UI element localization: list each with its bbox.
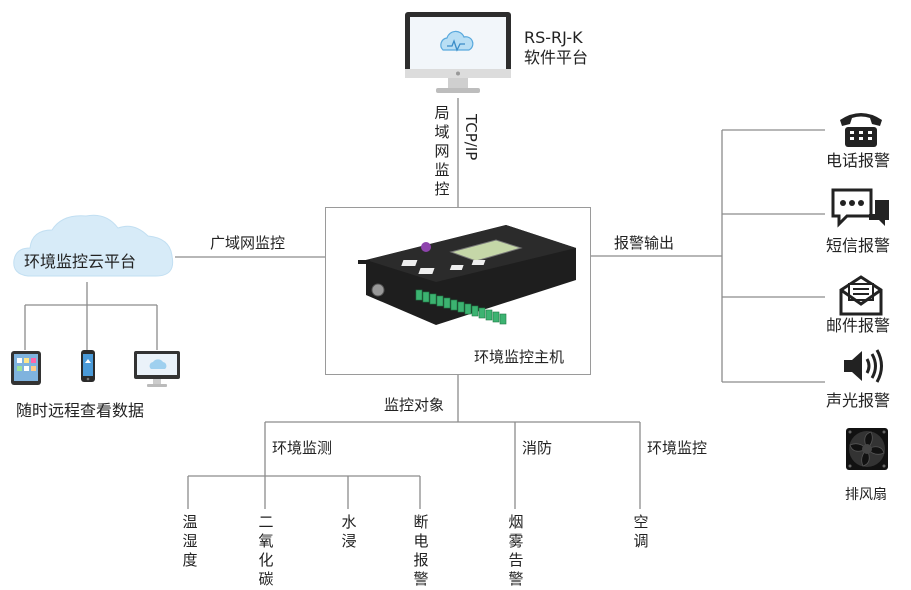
cloud-platform: 环境监控云平台	[10, 208, 180, 286]
phone-alarm	[836, 108, 886, 152]
mail-icon	[839, 275, 883, 316]
leaf-smoke-alarm: 烟雾告警	[508, 513, 524, 588]
leaf-temp-humidity: 温湿度	[182, 513, 198, 569]
sms-alarm	[831, 186, 891, 236]
wan-label: 广域网监控	[210, 234, 286, 252]
cloud-label: 环境监控云平台	[24, 252, 137, 271]
leaf-power-failure: 断电报警	[413, 513, 429, 588]
desktop-monitor-icon	[134, 351, 180, 387]
phone-icon	[840, 113, 882, 147]
speaker-alarm	[842, 347, 886, 389]
alarm-output-label: 报警输出	[614, 234, 675, 252]
tablet-device	[10, 350, 42, 390]
alarm-label-mail: 邮件报警	[826, 316, 891, 335]
fire-label: 消防	[522, 439, 553, 457]
tablet-icon	[11, 351, 41, 385]
controller-device-icon	[358, 225, 576, 325]
software-name: RS-RJ-K	[524, 28, 583, 47]
lan-label: 局域网监控	[434, 104, 450, 198]
alarm-label-sms: 短信报警	[826, 236, 891, 255]
sms-icon	[831, 188, 889, 228]
host-label: 环境监控主机	[474, 348, 565, 366]
desktop-device	[133, 350, 181, 392]
speaker-icon	[844, 349, 883, 383]
alarm-label-phone: 电话报警	[826, 151, 891, 170]
host-box: 环境监控主机	[325, 207, 591, 375]
lan-protocol-wrap: TCP/IP	[460, 114, 480, 204]
monitor-icon	[405, 12, 511, 93]
alarm-label-speaker: 声光报警	[826, 391, 891, 410]
smartphone-icon	[81, 350, 95, 382]
alarm-label-fan: 排风扇	[845, 487, 887, 503]
monitor-target-label: 监控对象	[384, 396, 445, 414]
env-monitoring-label: 环境监测	[272, 439, 333, 457]
mail-alarm	[838, 274, 884, 320]
software-platform-monitor	[403, 10, 513, 100]
cloud-icon	[13, 214, 174, 277]
leaf-air-conditioner: 空调	[633, 513, 649, 550]
leaf-co2: 二氧化碳	[258, 513, 274, 588]
software-subtitle: 软件平台	[524, 48, 589, 67]
fan-icon	[846, 428, 888, 470]
phone-device	[80, 349, 96, 387]
leaf-water-leak: 水浸	[341, 513, 357, 550]
remote-view-label: 随时远程查看数据	[16, 401, 145, 420]
env-control-label: 环境监控	[647, 439, 708, 457]
fan-alarm	[845, 427, 889, 475]
lan-protocol-label: TCP/IP	[462, 114, 480, 161]
